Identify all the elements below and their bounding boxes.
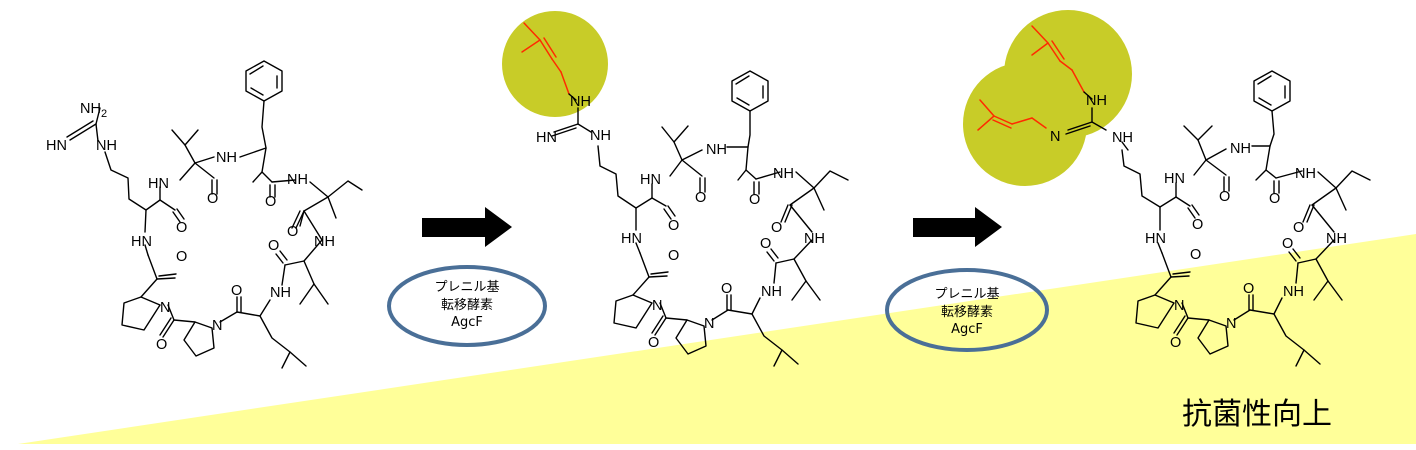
structure-3-labels: NH N NH NH HN O O NH O O HN NH O O NH O … <box>1050 93 1347 351</box>
atom-label: HN <box>1145 231 1166 247</box>
atom-label: NH <box>570 94 591 110</box>
atom-label: O <box>265 194 276 210</box>
atom-label: NH <box>216 150 237 166</box>
atom-label: O <box>1170 335 1181 351</box>
atom-label: O <box>207 191 218 207</box>
atom-label: NH <box>1283 284 1304 300</box>
atom-label: HN <box>640 172 661 188</box>
enzyme-ellipse-1 <box>387 265 547 347</box>
atom-label: N <box>160 300 170 316</box>
cyclic-peptide-structure-2 <box>521 22 849 367</box>
enzyme-ellipse-2 <box>885 268 1049 352</box>
atom-label: O <box>749 192 760 208</box>
atom-label: HN <box>621 231 642 247</box>
prenyl-highlight-circle-3 <box>963 62 1087 186</box>
atom-label: NH <box>1230 141 1251 157</box>
atom-label: O <box>1293 220 1304 236</box>
enzyme-2-line1: プレニル基 <box>934 287 999 302</box>
atom-label: HN <box>131 234 152 250</box>
atom-label: NH <box>1112 130 1133 146</box>
atom-label: HN <box>536 130 557 146</box>
atom-label: O <box>1190 247 1201 263</box>
atom-label: O <box>771 220 782 236</box>
atom-label: NH <box>773 166 794 182</box>
atom-label: NH <box>761 284 782 300</box>
atom-label: O <box>1243 281 1254 297</box>
atom-label: O <box>268 238 279 254</box>
atom-label: O <box>1269 191 1280 207</box>
cyclic-peptide-structure-1 <box>66 60 363 369</box>
structure-2-labels: NH HN NH NH HN O O NH O O HN NH O O NH O… <box>536 94 825 351</box>
reaction-arrow-2 <box>913 207 1002 247</box>
atom-label: N <box>1174 298 1184 314</box>
atom-label: NH <box>1295 166 1316 182</box>
atom-label: N <box>652 298 662 314</box>
atom-label: O <box>1192 217 1203 233</box>
atom-label: NH <box>287 172 308 188</box>
atom-label: NH <box>314 234 335 250</box>
atom-label: O <box>760 236 771 252</box>
atom-label: HN <box>148 176 169 192</box>
result-label: 抗菌性向上 <box>1182 397 1332 432</box>
atom-label: O <box>176 249 187 265</box>
atom-label: HN <box>1164 171 1185 187</box>
reaction-arrow-1 <box>422 207 512 247</box>
atom-label: N <box>704 316 714 332</box>
atom-label: N <box>1226 316 1236 332</box>
atom-label: O <box>1219 189 1230 205</box>
atom-label: O <box>156 337 167 353</box>
atom-label: O <box>176 220 187 236</box>
atom-label: O <box>1282 236 1293 252</box>
enzyme-2-line2: 転移酵素 <box>941 305 993 320</box>
atom-label: O <box>648 335 659 351</box>
atom-label: N <box>1050 129 1060 145</box>
atom-label: N <box>212 318 222 334</box>
enzyme-1-line1: プレニル基 <box>434 280 499 295</box>
atom-label: NH <box>270 285 291 301</box>
atom-label: NH <box>804 231 825 247</box>
atom-label: O <box>668 218 679 234</box>
atom-label: O <box>231 283 242 299</box>
atom-label: NH2 <box>80 101 107 120</box>
atom-label: NH <box>1086 93 1107 109</box>
enzyme-2-line3: AgcF <box>951 322 983 337</box>
cyclic-peptide-structure-3 <box>977 25 1371 367</box>
atom-label: HN <box>46 138 67 154</box>
atom-label: NH <box>96 138 117 154</box>
atom-label: O <box>695 190 706 206</box>
atom-label: NH <box>1326 231 1347 247</box>
enzyme-1-line3: AgcF <box>451 315 483 330</box>
structure-1-labels: NH2 HN NH NH HN O O NH O O HN NH O O NH … <box>46 101 335 353</box>
enzyme-1-line2: 転移酵素 <box>441 298 493 313</box>
atom-label: O <box>287 224 298 240</box>
atom-label: O <box>668 248 679 264</box>
atom-label: NH <box>706 142 727 158</box>
atom-label: NH <box>590 128 611 144</box>
activity-gradient-wedge <box>18 234 1416 444</box>
atom-label: O <box>721 281 732 297</box>
